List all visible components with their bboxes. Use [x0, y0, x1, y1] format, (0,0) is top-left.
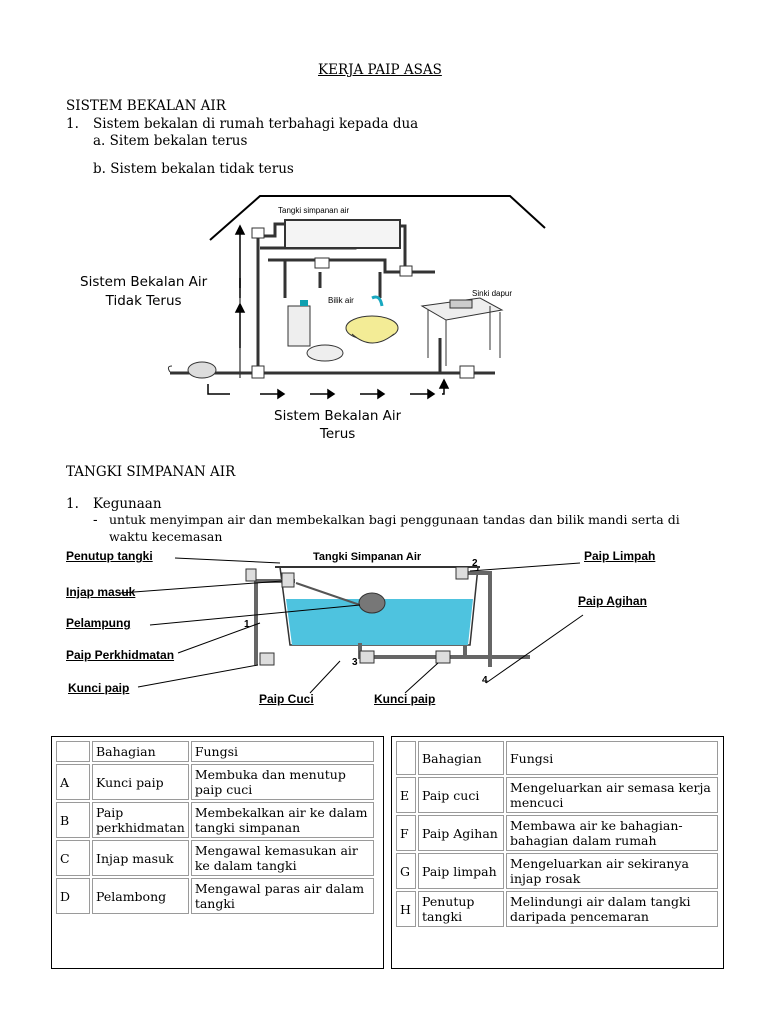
number-1: 1	[244, 619, 250, 630]
indirect-label-line1: Sistem Bekalan Air	[80, 274, 208, 290]
row-function: Melindungi air dalam tangki daripada pen…	[506, 891, 718, 927]
list-item-text: Kegunaan	[93, 496, 162, 512]
table-header-row: Bahagian Fungsi	[396, 741, 718, 775]
storage-tank-diagram: 1 2 3 4 Tangki Simpanan Air	[119, 551, 584, 694]
tank-diagram-title: Tangki Simpanan Air	[313, 551, 422, 563]
row-part: Kunci paip	[92, 764, 189, 800]
row-letter: B	[56, 802, 90, 838]
table-row: F Paip Agihan Membawa air ke bahagian-ba…	[396, 815, 718, 851]
header-cell	[56, 741, 90, 762]
label-injap-masuk: Injap masuk	[66, 585, 136, 599]
table-left-container	[51, 736, 384, 969]
header-cell: Bahagian	[418, 741, 504, 775]
table-row: E Paip cuci Mengeluarkan air semasa kerj…	[396, 777, 718, 813]
header-cell: Bahagian	[92, 741, 189, 762]
row-letter: A	[56, 764, 90, 800]
row-function: Mengeluarkan air semasa kerja mencuci	[506, 777, 718, 813]
table-row: C Injap masuk Mengawal kemasukan air ke …	[56, 840, 374, 876]
label-paip-perkhidmatan: Paip Perkhidmatan	[66, 648, 175, 662]
section-heading-tangki: TANGKI SIMPANAN AIR	[66, 464, 236, 480]
row-part: Penutup tangki	[418, 891, 504, 927]
row-letter: H	[396, 891, 416, 927]
row-letter: F	[396, 815, 416, 851]
list-item-text: Sistem bekalan di rumah terbahagi kepada…	[93, 116, 419, 132]
direct-supply-label: Sistem Bekalan Air Terus	[274, 407, 401, 438]
table-left: Bahagian Fungsi A Kunci paip Membuka dan…	[54, 739, 376, 916]
toilet-cistern	[287, 305, 311, 347]
row-function: Membuka dan menutup paip cuci	[190, 764, 374, 800]
label-paip-agihan: Paip Agihan	[578, 594, 647, 608]
row-part: Injap masuk	[92, 840, 189, 876]
tank-description-line1: untuk menyimpan air dan membekalkan bagi…	[109, 512, 680, 527]
header-cell: Fungsi	[190, 741, 374, 762]
row-function: Membekalkan air ke dalam tangki simpanan	[190, 802, 374, 838]
label-paip-limpah: Paip Limpah	[584, 549, 656, 563]
table-row: H Penutup tangki Melindungi air dalam ta…	[396, 891, 718, 927]
direct-label-line1: Sistem Bekalan Air	[274, 408, 402, 424]
label-kunci-paip-bottom: Kunci paip	[374, 692, 436, 706]
house-plumbing-diagram: Tangki simpanan air Bilik air Sinki dapu…	[167, 195, 546, 400]
label-pelampung: Pelampung	[66, 616, 131, 630]
float-ball	[358, 592, 386, 614]
number-3: 3	[352, 657, 358, 668]
row-letter: G	[396, 853, 416, 889]
row-letter: E	[396, 777, 416, 813]
indirect-label-line2: Tidak Terus	[105, 293, 182, 309]
indirect-supply-label: Sistem Bekalan Air Tidak Terus	[80, 273, 207, 311]
header-cell	[396, 741, 416, 775]
row-letter: D	[56, 878, 90, 914]
row-function: Membawa air ke bahagian-bahagian dalam r…	[506, 815, 718, 851]
bathroom-label: Bilik air	[328, 296, 354, 305]
row-part: Pelambong	[92, 878, 189, 914]
row-part: Paip perkhidmatan	[92, 802, 189, 838]
page-title: KERJA PAIP ASAS	[318, 62, 442, 78]
label-penutup-tangki: Penutup tangki	[66, 549, 153, 563]
table-row: G Paip limpah Mengeluarkan air sekiranya…	[396, 853, 718, 889]
table-right: Bahagian Fungsi E Paip cuci Mengeluarkan…	[394, 739, 720, 929]
tank-description-line2: waktu kecemasan	[109, 529, 223, 544]
label-kunci-paip-left: Kunci paip	[68, 681, 130, 695]
list-number: 1.	[66, 116, 79, 132]
sub-item-b: b. Sistem bekalan tidak terus	[93, 161, 294, 177]
table-row: D Pelambong Mengawal paras air dalam tan…	[56, 878, 374, 914]
row-function: Mengawal paras air dalam tangki	[190, 878, 374, 914]
table-row: A Kunci paip Membuka dan menutup paip cu…	[56, 764, 374, 800]
tank-label: Tangki simpanan air	[278, 206, 349, 215]
section-heading-bekalan: SISTEM BEKALAN AIR	[66, 98, 226, 114]
water-meter	[187, 361, 217, 379]
direct-label-line2: Terus	[319, 426, 356, 438]
table-header-row: Bahagian Fungsi	[56, 741, 374, 762]
row-function: Mengeluarkan air sekiranya injap rosak	[506, 853, 718, 889]
house-roof	[209, 195, 546, 241]
row-letter: C	[56, 840, 90, 876]
header-cell: Fungsi	[506, 741, 718, 775]
table-row: B Paip perkhidmatan Membekalkan air ke d…	[56, 802, 374, 838]
sub-item-a: a. Sitem bekalan terus	[93, 133, 248, 149]
row-part: Paip cuci	[418, 777, 504, 813]
label-paip-cuci: Paip Cuci	[259, 692, 314, 706]
storage-tank	[284, 219, 401, 249]
kitchen-sink-label: Sinki dapur	[472, 289, 512, 298]
tank-water	[286, 599, 473, 645]
list-number: 1.	[66, 496, 79, 512]
row-part: Paip Agihan	[418, 815, 504, 851]
dash-bullet: -	[93, 512, 98, 528]
number-2: 2	[472, 558, 478, 569]
row-function: Mengawal kemasukan air ke dalam tangki	[190, 840, 374, 876]
number-4: 4	[482, 675, 488, 686]
row-part: Paip limpah	[418, 853, 504, 889]
